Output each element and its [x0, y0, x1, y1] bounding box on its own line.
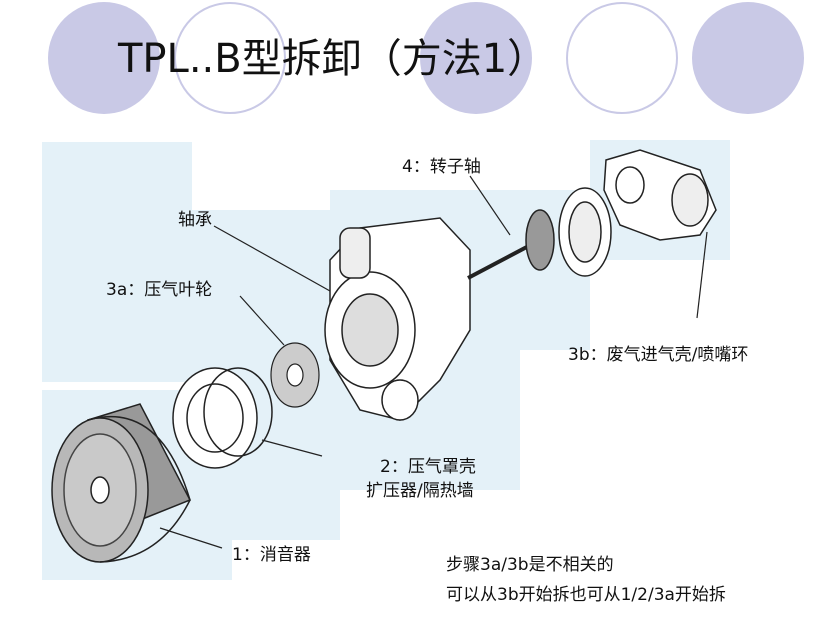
- decor-circle-3: [420, 2, 532, 114]
- slide-title: TPL..B型拆卸（方法1）: [118, 36, 548, 82]
- leader-compressor-wheel: [239, 295, 285, 346]
- decor-circle-4: [566, 2, 678, 114]
- note-line-1: 步骤3a/3b是不相关的: [446, 555, 614, 575]
- compressor-wheel-part: [270, 342, 320, 408]
- label-silencer: 1：消音器: [232, 545, 311, 565]
- exhaust-casing-part: [603, 149, 717, 241]
- leader-exhaust-casing: [696, 231, 708, 319]
- silencer-part: [51, 403, 192, 563]
- compressor-cover-part: [172, 367, 273, 469]
- label-exhaust-casing: 3b：废气进气壳/喷嘴环: [568, 345, 749, 365]
- main-casing-part: [324, 217, 471, 421]
- leader-compressor-cover: [261, 439, 323, 457]
- label-compressor-cover-line2: 扩压器/隔热墙: [366, 481, 474, 501]
- nozzle-ring-part: [558, 187, 612, 277]
- decor-circle-5: [692, 2, 804, 114]
- label-compressor-wheel: 3a：压气叶轮: [106, 280, 213, 300]
- rotor-shaft-part: [467, 209, 555, 280]
- label-rotor-shaft: 4：转子轴: [402, 157, 481, 177]
- note-line-2: 可以从3b开始拆也可从1/2/3a开始拆: [446, 585, 726, 605]
- leader-rotor-shaft: [469, 175, 511, 236]
- decor-circle-2: [174, 2, 286, 114]
- label-compressor-cover-line1: 2：压气罩壳: [380, 457, 476, 477]
- decor-circle-1: [48, 2, 160, 114]
- label-bearing: 轴承: [178, 210, 212, 230]
- leader-silencer: [159, 527, 223, 549]
